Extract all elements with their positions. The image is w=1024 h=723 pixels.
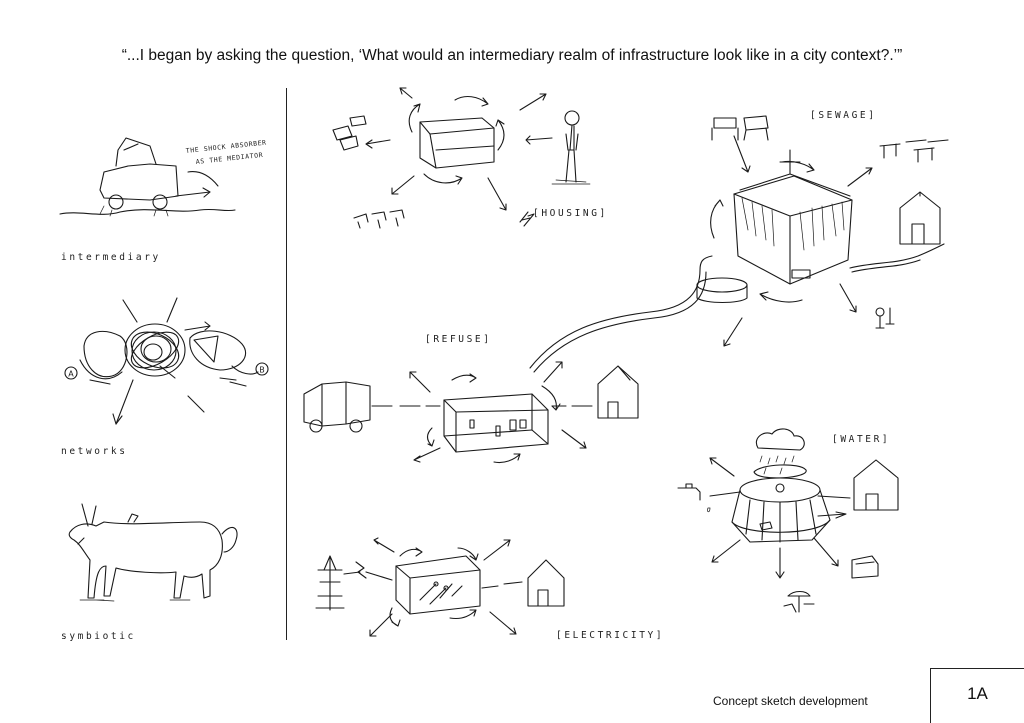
refuse-sketch bbox=[303, 255, 713, 464]
label-symbiotic: symbiotic bbox=[61, 631, 136, 642]
label-water: [WATER] bbox=[832, 434, 891, 445]
footer-caption: Concept sketch development bbox=[713, 694, 868, 708]
network-node-a: A bbox=[68, 370, 74, 379]
label-electricity: [ELECTRICITY] bbox=[556, 630, 665, 641]
label-refuse: [REFUSE] bbox=[425, 334, 492, 345]
page-number-box: 1A bbox=[930, 668, 1024, 723]
symbiotic-sketch bbox=[68, 503, 238, 602]
electricity-sketch bbox=[315, 537, 565, 637]
column-divider bbox=[286, 88, 287, 640]
label-intermediary: intermediary bbox=[61, 252, 161, 263]
sketch-note-line-2: AS THE MEDIATOR bbox=[195, 151, 263, 166]
label-sewage: [SEWAGE] bbox=[810, 110, 877, 121]
label-housing: [HOUSING] bbox=[533, 208, 608, 219]
housing-sketch bbox=[332, 87, 591, 229]
label-networks: networks bbox=[61, 446, 128, 457]
network-node-b: B bbox=[259, 366, 265, 375]
water-sketch bbox=[677, 428, 899, 613]
sewage-sketch bbox=[696, 115, 949, 347]
intermediary-sketch: THE SHOCK ABSORBER AS THE MEDIATOR bbox=[59, 137, 267, 217]
networks-sketch: A B bbox=[64, 297, 269, 425]
header-quote: “...I began by asking the question, ‘Wha… bbox=[121, 47, 903, 64]
